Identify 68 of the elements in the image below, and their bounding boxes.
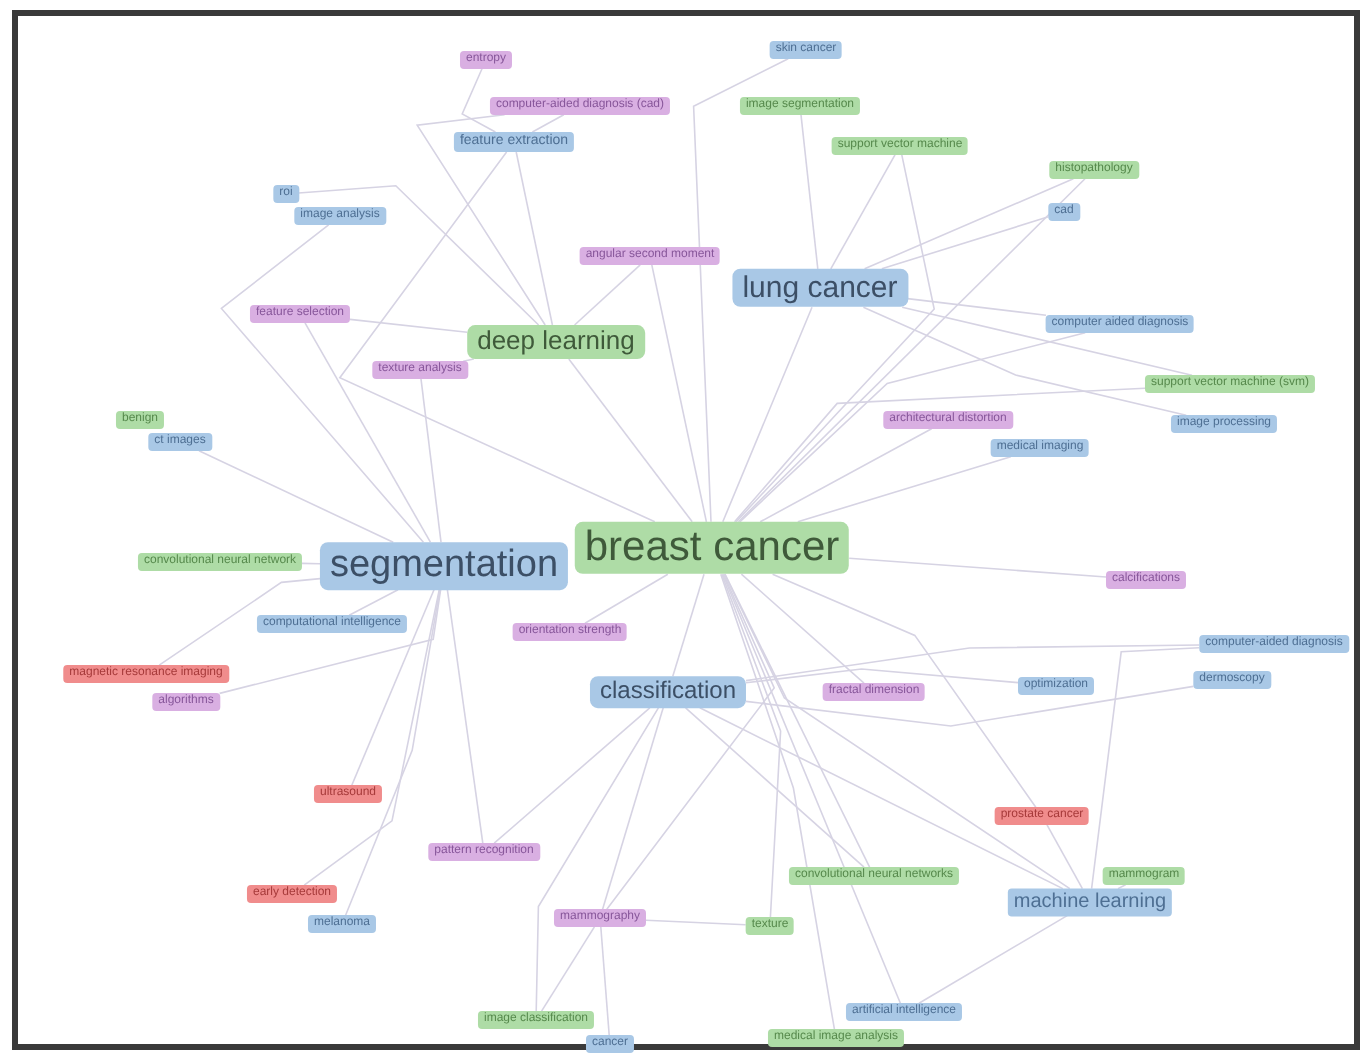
- network-link: [348, 589, 399, 616]
- network-link: [745, 644, 1200, 682]
- network-link: [351, 589, 435, 786]
- network-link: [568, 358, 693, 523]
- network-link: [301, 562, 321, 565]
- network-link: [848, 557, 1107, 578]
- keyword-tag: lung cancer: [732, 268, 908, 308]
- network-link: [535, 707, 660, 1012]
- network-link: [901, 306, 1193, 376]
- keyword-tag: machine learning: [1007, 888, 1173, 916]
- network-link: [584, 573, 669, 624]
- network-link: [906, 297, 1047, 316]
- keyword-tag: classification: [589, 676, 747, 708]
- keyword-tag: breast cancer: [574, 521, 850, 575]
- network-link: [220, 224, 425, 543]
- network-link: [724, 573, 871, 868]
- network-link: [759, 428, 933, 523]
- keyword-tag: deep learning: [467, 325, 645, 359]
- network-link: [739, 332, 1086, 523]
- network-link: [600, 926, 610, 1036]
- network-link: [800, 114, 819, 270]
- network-link: [797, 456, 1012, 523]
- network-link: [303, 589, 440, 886]
- network-link: [515, 151, 554, 326]
- network-link: [304, 322, 432, 543]
- network-link: [735, 154, 936, 523]
- network-link: [420, 378, 442, 543]
- network-link: [349, 318, 468, 333]
- network-link: [297, 184, 540, 326]
- network-link: [1046, 824, 1084, 890]
- network-link: [862, 306, 1187, 416]
- network-link: [723, 573, 1071, 890]
- network-link: [684, 707, 865, 868]
- network-link: [918, 914, 1068, 1004]
- network-link: [722, 573, 902, 1004]
- network-link: [672, 573, 705, 677]
- network-link: [881, 216, 1050, 270]
- network-link: [720, 573, 836, 1030]
- network-link: [645, 919, 747, 926]
- network-link: [745, 685, 1195, 727]
- network-link: [651, 264, 708, 523]
- network-link: [745, 668, 1019, 684]
- network-link: [198, 450, 394, 543]
- network-link: [830, 154, 896, 270]
- keyword-tag: segmentation: [319, 542, 569, 590]
- network-link: [338, 151, 656, 523]
- network-link: [863, 178, 1075, 270]
- network-link: [740, 573, 865, 684]
- network-link: [158, 577, 321, 666]
- network-link: [531, 114, 565, 133]
- network-link: [493, 707, 651, 844]
- network-link: [733, 387, 1146, 523]
- network-link: [699, 707, 1064, 890]
- network-link: [540, 926, 596, 1012]
- network-link: [722, 306, 813, 523]
- network-link: [606, 573, 776, 910]
- network-link: [1090, 647, 1200, 890]
- network-link: [446, 589, 484, 844]
- network-link: [771, 573, 1037, 808]
- network-link: [344, 589, 441, 916]
- network-link: [601, 707, 664, 910]
- network-link: [415, 114, 546, 326]
- network-link: [218, 589, 442, 695]
- network-link: [737, 178, 1086, 523]
- network-link: [721, 573, 782, 918]
- network-link: [692, 58, 789, 523]
- network-link: [573, 264, 641, 326]
- network-link: [461, 68, 497, 133]
